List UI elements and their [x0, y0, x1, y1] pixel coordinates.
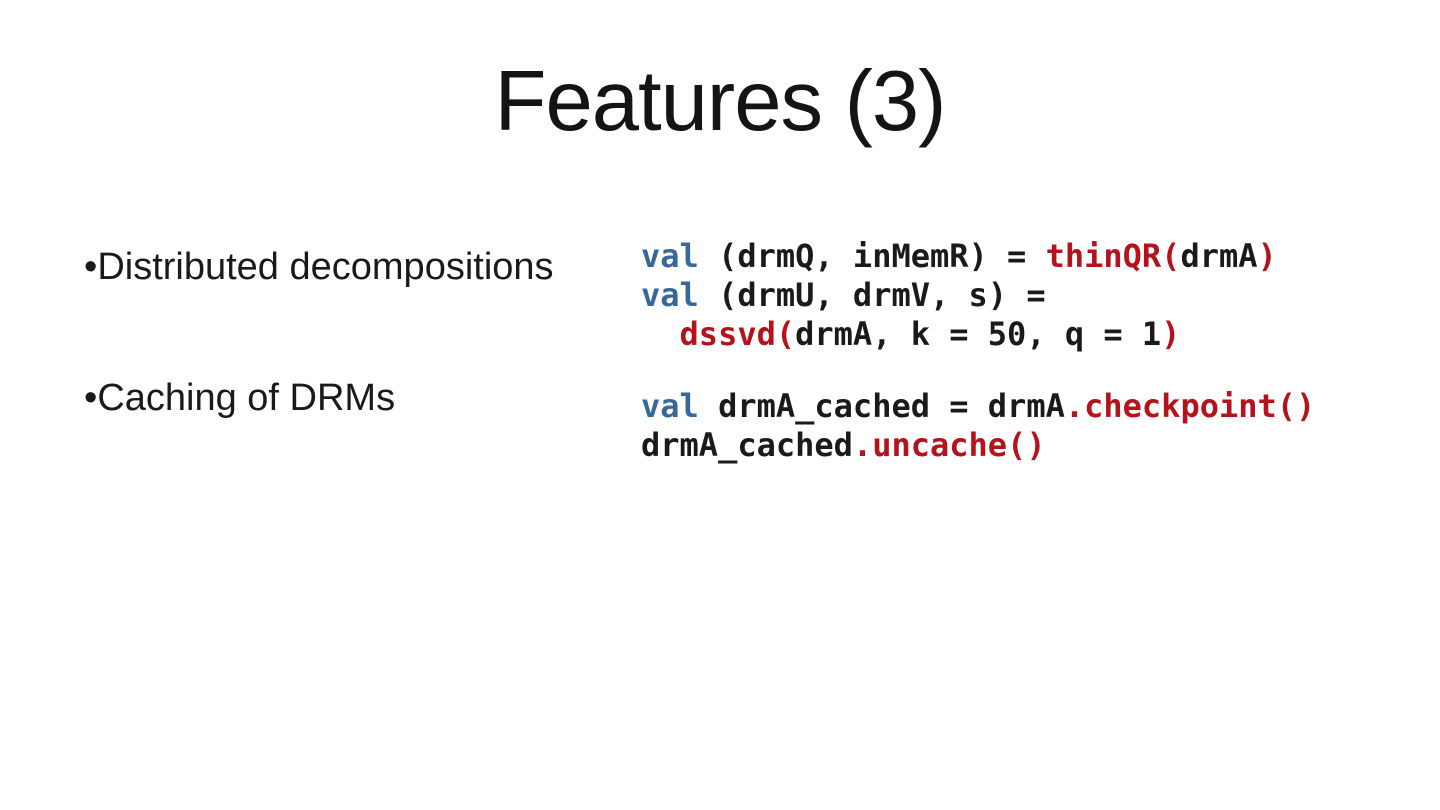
bullet-icon: • — [84, 376, 98, 419]
code-segment-keyword: val — [641, 276, 699, 314]
code-segment-keyword: val — [641, 237, 699, 275]
code-line: val (drmQ, inMemR) = thinQR(drmA) — [641, 237, 1277, 276]
code-segment-function: .checkpoint() — [1064, 387, 1316, 425]
bullet-label: Distributed decompositions — [97, 246, 554, 288]
code-line: dssvd(drmA, k = 50, q = 1) — [641, 315, 1277, 354]
code-segment-plain: drmA — [1180, 237, 1258, 275]
bullet-label: Caching of DRMs — [97, 376, 396, 419]
code-segment-function: dssvd( — [679, 315, 796, 353]
code-segment-plain: drmA, k = 50, q = 1 — [795, 315, 1162, 353]
list-item: •Caching of DRMs — [84, 376, 644, 422]
code-snippet-decompositions: val (drmQ, inMemR) = thinQR(drmA)val (dr… — [641, 237, 1277, 354]
code-snippet-caching: val drmA_cached = drmA.checkpoint()drmA_… — [641, 387, 1315, 465]
code-segment-function: ) — [1257, 237, 1277, 275]
code-segment-plain: drmA_cached = drmA — [698, 387, 1065, 425]
bullet-list: •Distributed decompositions •Caching of … — [84, 245, 644, 506]
page-title: Features (3) — [494, 54, 947, 149]
code-segment-plain: (drmQ, inMemR) = — [698, 237, 1046, 275]
list-item: •Distributed decompositions — [84, 245, 644, 291]
bullet-icon: • — [84, 246, 98, 288]
code-segment-keyword: val — [641, 387, 699, 425]
code-line: val (drmU, drmV, s) = — [641, 276, 1277, 315]
code-segment-plain: drmA_cached — [641, 426, 853, 464]
code-segment-plain — [641, 315, 680, 353]
code-segment-function: thinQR( — [1045, 237, 1181, 275]
code-segment-function: ) — [1161, 315, 1181, 353]
code-line: drmA_cached.uncache() — [641, 426, 1315, 465]
code-segment-plain: (drmU, drmV, s) = — [698, 276, 1046, 314]
code-line: val drmA_cached = drmA.checkpoint() — [641, 387, 1315, 426]
code-segment-function: .uncache() — [852, 426, 1046, 464]
